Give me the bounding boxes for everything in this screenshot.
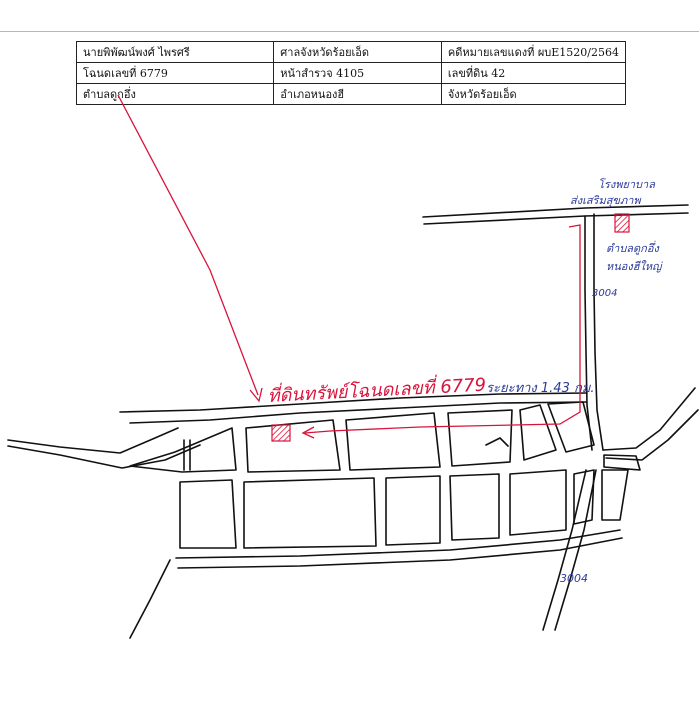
block-4 (447, 409, 513, 467)
block-3 (345, 412, 441, 471)
road-top-north (422, 204, 689, 218)
route-to-parcel (117, 94, 581, 439)
table-row: ตำบลดูกอึ่ง อำเภอหนองฮี จังหวัดร้อยเอ็ด (75, 83, 627, 105)
page-top-rule (0, 31, 699, 32)
road-east-south (605, 409, 699, 461)
parcel-label: ที่ดินทรัพย์โฉนดเลขที่ 6779 (267, 372, 487, 407)
road-3004-west-edge (584, 215, 593, 451)
block-13 (601, 469, 629, 521)
block-1 (129, 427, 237, 473)
pointer-arrowhead (249, 387, 263, 403)
hospital-marker (614, 213, 630, 233)
stub-3 (485, 437, 509, 447)
road-west-north (7, 427, 179, 454)
case-number: คดีหมายเลขแดงที่ ผบE1520/2564 (440, 41, 627, 63)
table-row: นายพิพัฒน์พงศ์ ไพรศรี ศาลจังหวัดร้อยเอ็ด… (75, 41, 627, 63)
hospital-label-1: โรงพยาบาล (598, 178, 656, 191)
road-south-north-edge (175, 529, 621, 559)
village-label-2: หนองฮีใหญ่ (606, 260, 663, 273)
subdistrict: ตำบลดูกอึ่ง (75, 83, 275, 105)
court-name: ศาลจังหวัดร้อยเอ็ด (273, 41, 442, 63)
pointer-line (117, 94, 259, 396)
distance-label: ระยะทาง 1.43 กม. (486, 381, 595, 396)
road-network (7, 204, 699, 639)
block-2 (245, 419, 341, 473)
road-number-top: 3004 (592, 288, 617, 299)
block-10 (449, 473, 500, 541)
block-9 (385, 475, 441, 546)
block-6 (547, 401, 595, 453)
district: อำเภอหนองฮี (273, 83, 442, 105)
property-info-table: นายพิพัฒน์พงศ์ ไพรศรี ศาลจังหวัดร้อยเอ็ด… (75, 41, 627, 105)
road-3004-south-east (554, 469, 597, 631)
block-8 (243, 477, 377, 549)
hospital-label-2: ส่งเสริมสุขภาพ (570, 194, 642, 207)
road-east-north (602, 387, 696, 451)
route-arrowhead (301, 426, 315, 439)
route-line (304, 224, 581, 434)
road-south-west-edge (129, 559, 171, 639)
road-3004-south-west (542, 469, 587, 631)
parcel-marker (271, 424, 291, 442)
block-12 (573, 469, 595, 525)
deed-number: โฉนดเลขที่ 6779 (75, 62, 275, 84)
road-west-south (7, 444, 201, 469)
block-7 (179, 479, 237, 549)
road-south-south-edge (177, 537, 623, 569)
village-label-1: ตำบลดูกอึ่ง (606, 240, 660, 255)
survey-page: หน้าสำรวจ 4105 (273, 62, 442, 84)
road-number-bottom: 3004 (560, 572, 588, 585)
block-14 (603, 454, 641, 471)
road-main-south-edge (129, 401, 587, 424)
road-main-north-edge (119, 392, 588, 413)
block-11 (509, 469, 567, 536)
province: จังหวัดร้อยเอ็ด (440, 83, 627, 105)
road-3004-east-edge (593, 213, 604, 451)
block-5 (519, 404, 557, 461)
